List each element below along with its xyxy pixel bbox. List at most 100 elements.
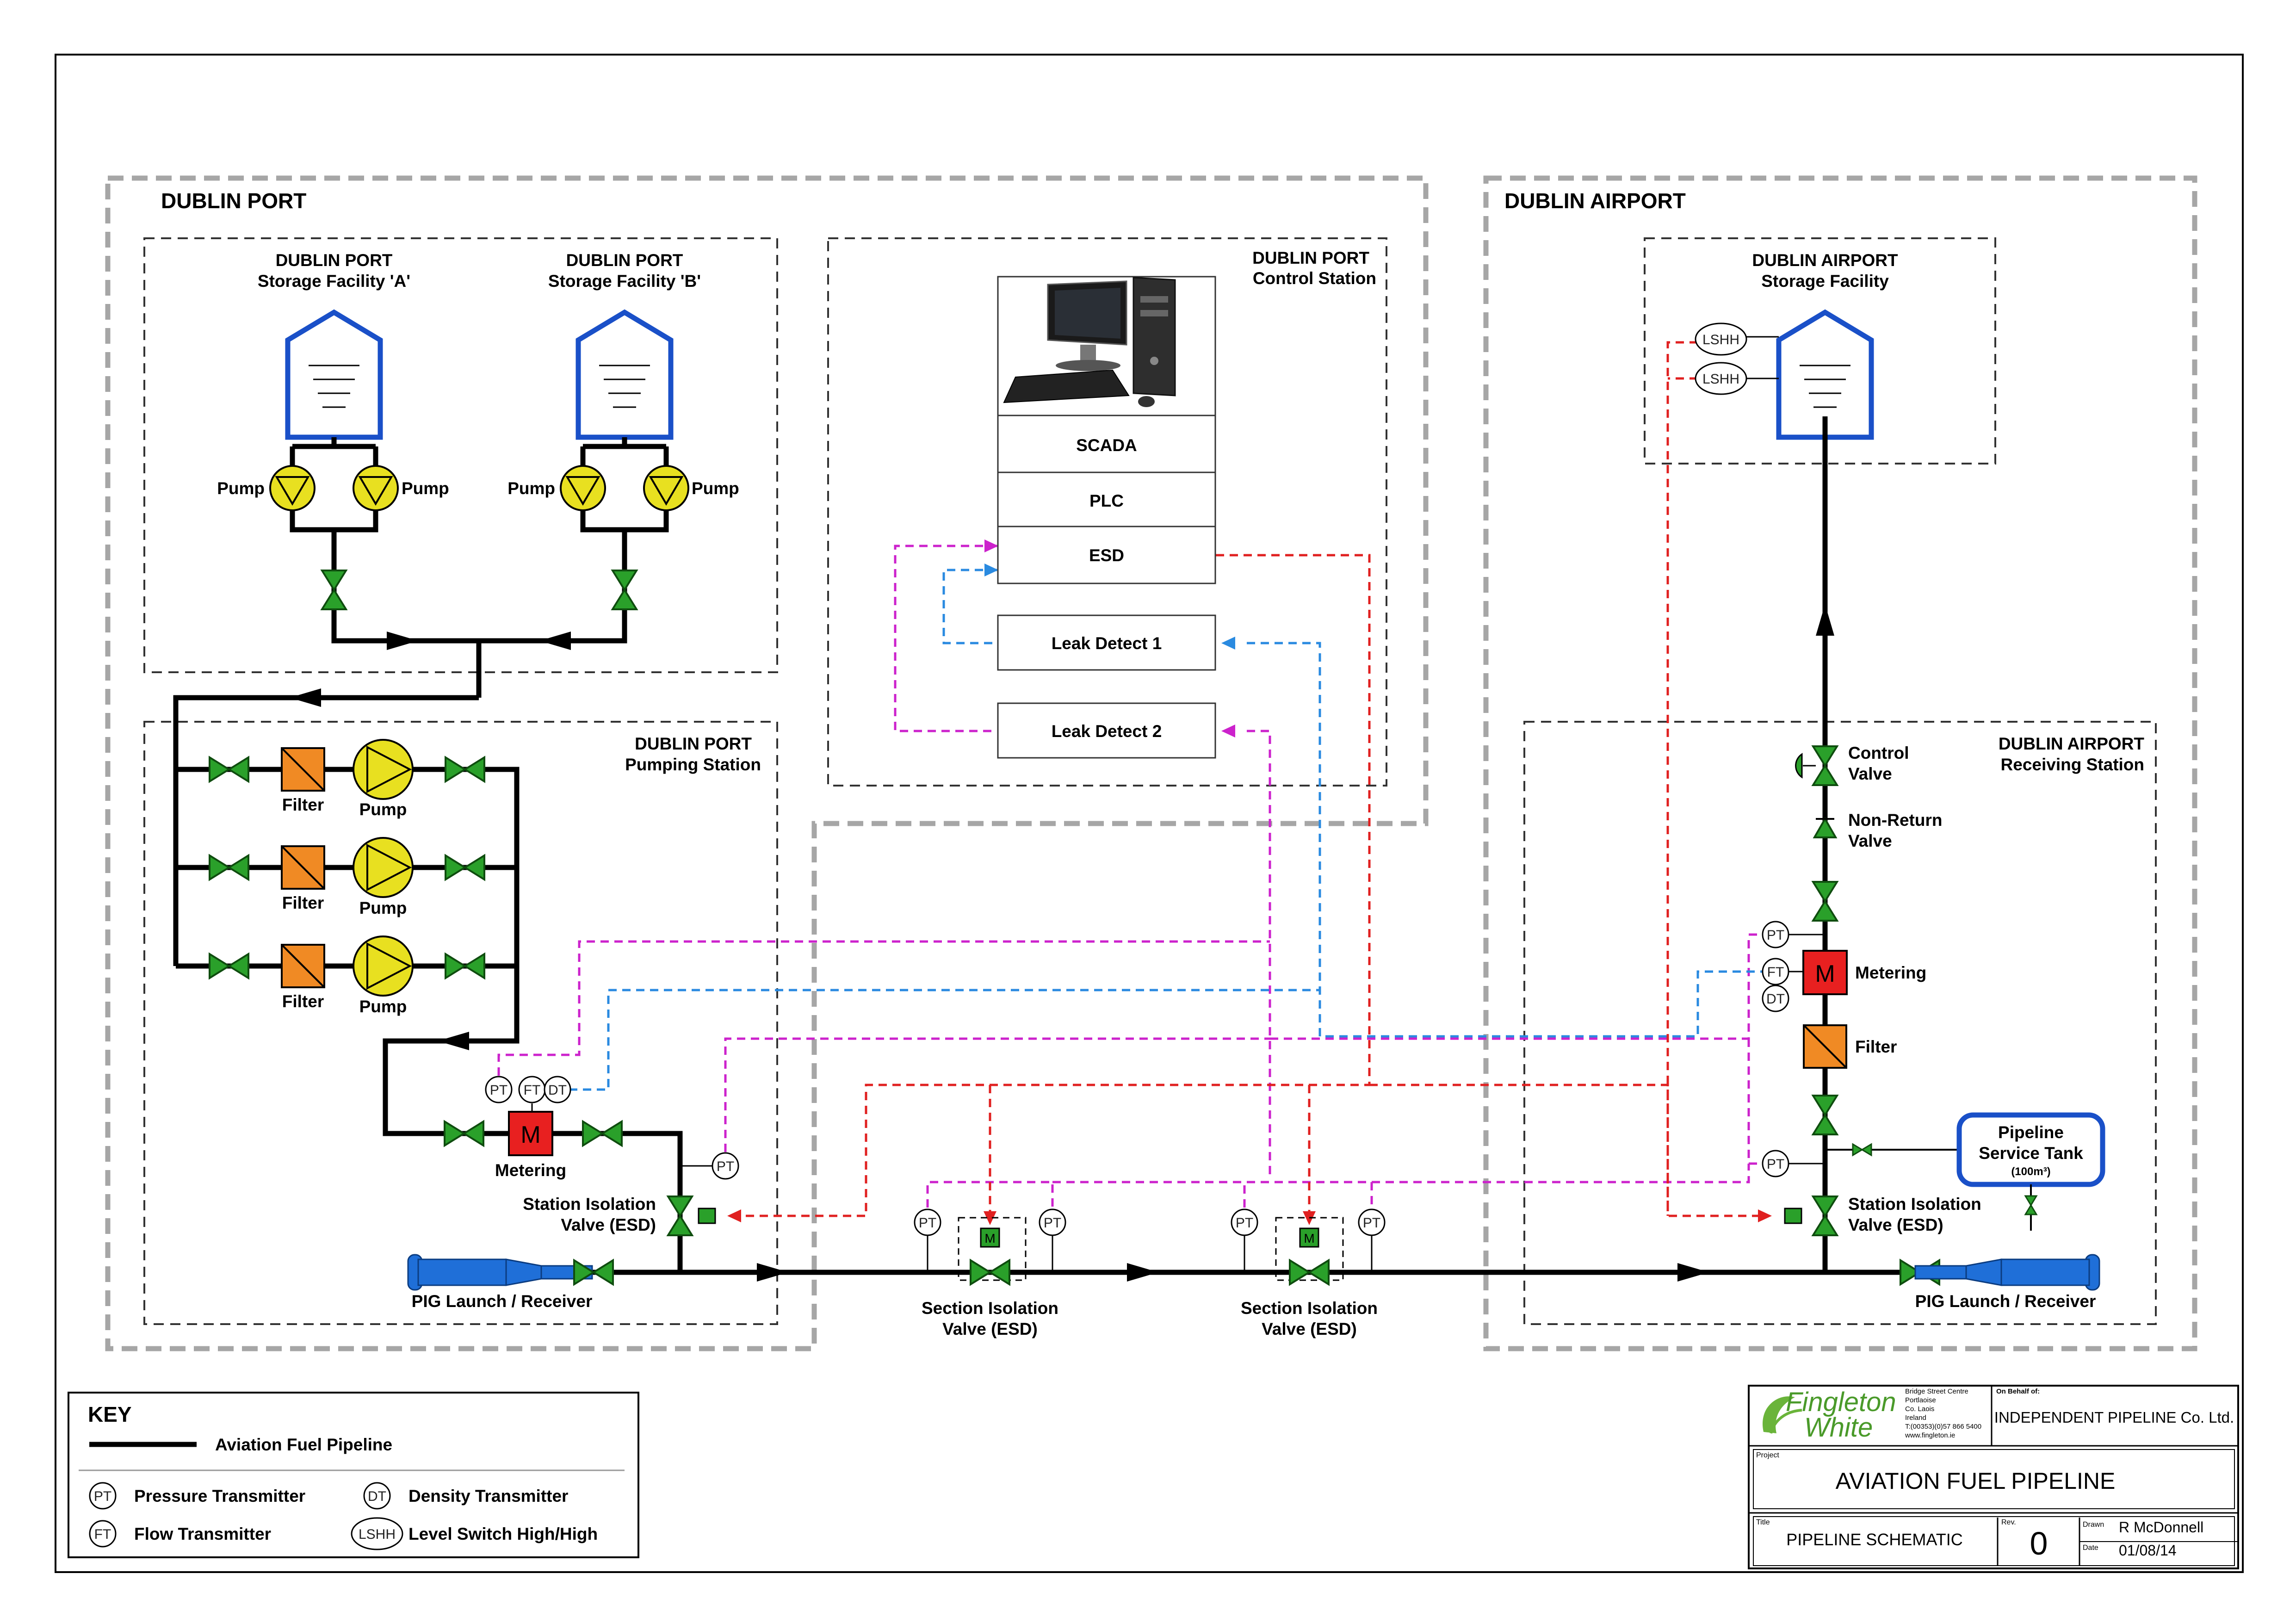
esd-box[interactable] [997,526,1216,584]
key-lshh-icon [351,1517,403,1550]
signal-arrow-esd [984,539,998,552]
pump-row2-valve1-icon[interactable] [209,855,249,880]
project-label: Project [1756,1451,1779,1459]
airport-metering-label: Metering [1855,963,1926,982]
pumping-station-box [143,721,778,1325]
port-meter-symbol: M [520,1121,540,1148]
rev-value: 0 [2030,1525,2048,1561]
section1-isolation-valve-icon[interactable] [970,1259,1010,1285]
scada-box[interactable] [997,415,1216,473]
airport-station-isolation-valve-icon[interactable] [1812,1196,1838,1236]
storage-b-valve-icon[interactable] [612,570,637,610]
drawn-label: Drawn [2083,1521,2104,1529]
receiving-station-box [1523,721,2157,1325]
pump-row1-valve1-icon[interactable] [209,756,249,782]
control-valve-icon[interactable] [1812,745,1838,786]
port-ft-label: FT [524,1083,541,1098]
main-flow-arrow3-icon [1677,1263,1709,1282]
storage-tank-b-icon [578,312,671,437]
metering-valve2-icon[interactable] [582,1121,623,1146]
section1-actuator-symbol: M [984,1231,995,1245]
lshh-2-icon [1695,362,1747,395]
zone-title-airport: DUBLIN AIRPORT [1504,189,1686,213]
control-station-title: DUBLIN PORT [1252,248,1369,267]
airport-filter-valve-icon[interactable] [1812,1095,1838,1135]
key-pipeline-label: Aviation Fuel Pipeline [215,1435,392,1454]
storage-b-title: DUBLIN PORT [566,251,683,270]
pump-row3-valve1-icon[interactable] [209,953,249,979]
service-tank-drain-valve-icon[interactable] [2024,1195,2038,1215]
port-station-isolation-valve-icon[interactable] [667,1196,693,1236]
leak-detect-1-box[interactable] [997,614,1216,671]
pumping-station-title: DUBLIN PORT [635,734,752,753]
section2-valve-box [1275,1217,1344,1281]
airport-storage-subtitle: Storage Facility [1761,272,1889,291]
signal-arrow-red-sec1 [984,1211,996,1225]
storage-a-valve-icon[interactable] [321,570,347,610]
airport-storage-title: DUBLIN AIRPORT [1752,251,1898,270]
signal-arrow-red-airport [1758,1209,1772,1222]
main-flow-arrow2-icon [1127,1263,1158,1282]
signal-magenta-airport-pt [1747,1039,1776,1165]
svg-text:Fingleton: Fingleton [1786,1387,1896,1417]
service-tank-small-valve-icon[interactable] [1852,1143,1872,1157]
signal-blue-ld1 [1247,642,1776,1038]
signal-blue-ftport [555,989,1320,1091]
storage-a-subtitle: Storage Facility 'A' [258,272,410,291]
key-lshh-label: Level Switch High/High [408,1524,598,1543]
storage-a-title: DUBLIN PORT [276,251,393,270]
port-esd-actuator-icon [698,1208,716,1224]
metering-valve1-icon[interactable] [444,1121,484,1146]
pump-row3-pump-icon [353,935,414,997]
storage-pump-a2-icon [353,465,399,511]
plc-label: PLC [1089,491,1124,510]
port-pt-label: PT [490,1083,507,1098]
pump-row3-valve2-icon[interactable] [445,953,485,979]
signal-magenta-bus [1052,1164,1750,1183]
airport-filter-icon [1803,1024,1847,1069]
airport-pig-icon [1914,1254,2100,1291]
storage-pump-a2-label: Pump [402,479,449,498]
project-name: AVIATION FUEL PIPELINE [1836,1468,2116,1494]
signal-arrow-ld2 [1221,725,1235,737]
receiving-station-title: DUBLIN AIRPORT [1999,734,2145,753]
signal-blue-ld1-esd [942,569,997,644]
pump-row3-filter-icon [281,944,325,988]
pump-row1-valve2-icon[interactable] [445,756,485,782]
section1-actuator-icon [980,1227,1000,1248]
storage-pump-b2-label: Pump [692,479,739,498]
on-behalf-label: On Behalf of: [1996,1388,2040,1395]
plc-box[interactable] [997,471,1216,527]
pump-row1-pump-label: Pump [359,800,407,819]
storage-pump-a1-icon [269,465,316,511]
key-title: KEY [88,1402,132,1426]
svg-text:Ireland: Ireland [1905,1414,1926,1422]
signal-red-esd [731,554,1371,1217]
pump-row2-valve2-icon[interactable] [445,855,485,880]
port-dt-label: DT [548,1083,567,1098]
key-ft-symbol: FT [94,1527,111,1542]
non-return-valve-icon[interactable] [1813,817,1838,838]
control-station-box [827,237,1387,787]
scada-label: SCADA [1076,436,1137,455]
svg-text:T:(00353)(0)57 866 5400: T:(00353)(0)57 866 5400 [1905,1423,1981,1431]
port-pig-valve-icon[interactable] [573,1259,614,1285]
svg-text:White: White [1804,1412,1873,1443]
storage-facility-box [143,237,778,673]
section2-label1: Section Isolation [1241,1299,1378,1318]
signal-magenta-airport [1270,933,1776,1040]
receiving-station-subtitle: Receiving Station [2001,755,2144,774]
section1-pt-right-label: PT [1044,1215,1061,1231]
svg-text:Co. Laois: Co. Laois [1905,1405,1934,1413]
port-pig-icon [407,1254,593,1291]
pump-row2-pump-icon [353,837,414,898]
key-dt-symbol: DT [368,1489,386,1504]
pump-row1-filter-icon [281,747,325,792]
section2-isolation-valve-icon[interactable] [1289,1259,1330,1285]
airport-metering-valve-icon[interactable] [1812,881,1838,922]
leak-detect-2-box[interactable] [997,702,1216,759]
section2-pt-right-label: PT [1363,1215,1380,1231]
address-block: Bridge Street Centre Portlaoise Co. Laoi… [1905,1388,1981,1439]
key-dt-label: Density Transmitter [408,1487,568,1505]
